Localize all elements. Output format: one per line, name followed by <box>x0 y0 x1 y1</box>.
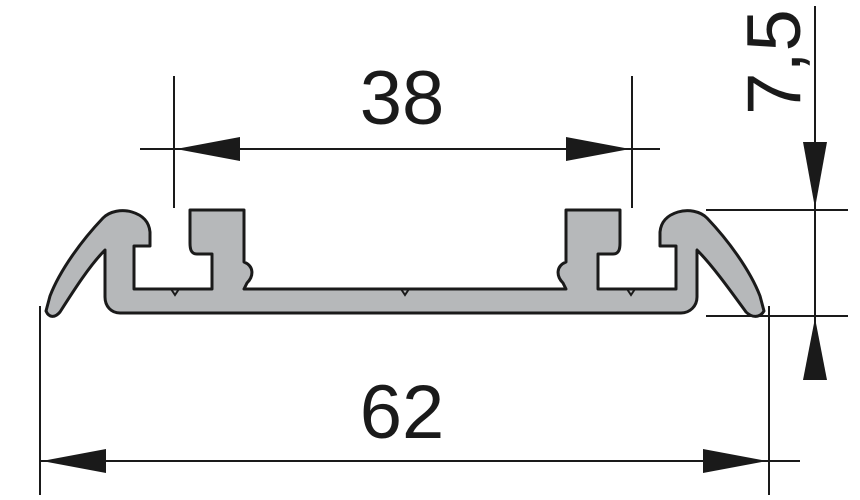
arrow-height-top <box>803 142 827 208</box>
dimension-label-38: 38 <box>360 56 445 141</box>
arrow-height-bottom <box>803 318 827 380</box>
dimension-label-62: 62 <box>360 370 445 455</box>
arrow-overall-left <box>42 449 106 473</box>
arrow-overall-right <box>703 449 767 473</box>
arrow-inner-left <box>176 137 240 161</box>
seam-notch-left <box>170 288 180 297</box>
dimension-label-7-5: 7,5 <box>732 9 817 115</box>
profile-cross-section <box>44 208 766 318</box>
seam-notch-center <box>400 288 410 297</box>
seam-notch-right <box>626 288 636 297</box>
dimension-overall-width: 62 <box>39 306 800 495</box>
dimension-height: 7,5 <box>706 6 848 380</box>
arrow-inner-right <box>566 137 630 161</box>
profile-body <box>44 208 766 318</box>
dimension-inner-width: 38 <box>140 56 660 208</box>
